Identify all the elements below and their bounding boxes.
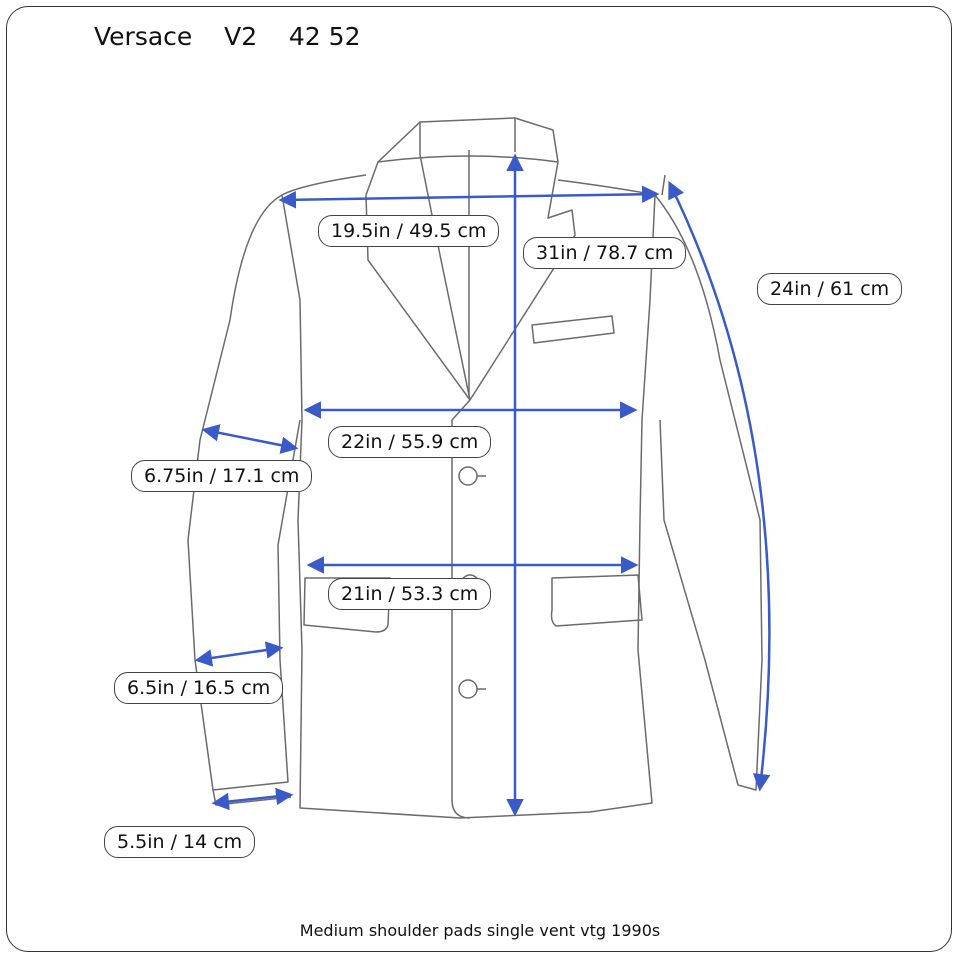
size-label: 42 52 xyxy=(288,22,361,51)
cuff-arrow xyxy=(211,787,294,811)
button-top xyxy=(458,466,486,486)
model-label: V2 xyxy=(224,22,258,51)
cuff-label: 5.5in / 14 cm xyxy=(104,826,256,858)
forearm-label: 6.5in / 16.5 cm xyxy=(114,672,284,704)
waist-label: 21in / 53.3 cm xyxy=(328,578,492,610)
measurement-arrows xyxy=(194,153,771,817)
bicep-arrow xyxy=(201,424,299,454)
sleeve-arrow xyxy=(668,180,771,792)
collar xyxy=(377,117,559,163)
right-flap-pocket xyxy=(550,574,643,627)
brand-label: Versace xyxy=(94,22,193,51)
left-lapel xyxy=(365,154,471,401)
bicep-label: 6.75in / 17.1 cm xyxy=(131,460,313,492)
caption: Medium shoulder pads single vent vtg 199… xyxy=(299,921,661,940)
header: Versace V2 42 52 xyxy=(94,22,360,51)
shoulder-arrow xyxy=(278,185,660,209)
length-label: 31in / 78.7 cm xyxy=(523,237,687,269)
sleeve-label: 24in / 61 cm xyxy=(757,273,903,305)
left-flap-pocket xyxy=(303,577,391,633)
forearm-arrow xyxy=(194,641,284,667)
diagram-frame xyxy=(6,6,952,952)
button-bottom xyxy=(458,679,486,699)
right-sleeve xyxy=(654,194,763,791)
breast-pocket xyxy=(531,315,615,344)
shoulder-label: 19.5in / 49.5 cm xyxy=(318,215,500,247)
chest-label: 22in / 55.9 cm xyxy=(328,426,492,458)
left-sleeve xyxy=(187,194,301,791)
